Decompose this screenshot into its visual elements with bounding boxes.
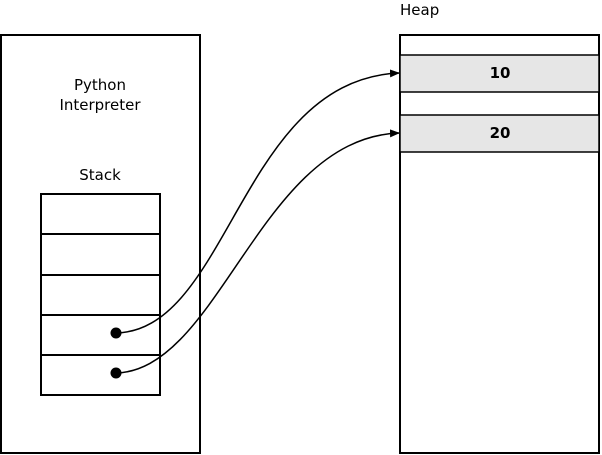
stack-slot <box>40 233 161 276</box>
heap-cell-value: 20 <box>490 124 511 142</box>
heap-cell-value: 10 <box>490 64 511 82</box>
stack-slot <box>40 314 161 356</box>
heap-label: Heap <box>400 1 439 19</box>
stack-slot <box>40 193 161 235</box>
stack: Stack <box>40 166 161 396</box>
reference-origin-dot <box>110 327 122 339</box>
reference-arrow <box>115 129 400 374</box>
reference-origin-dot <box>110 367 122 379</box>
references <box>110 69 400 379</box>
interpreter-title-line2: Interpreter <box>59 96 141 114</box>
stack-slot <box>40 274 161 316</box>
interpreter-title-line1: Python <box>74 76 126 94</box>
heap-box <box>399 34 600 454</box>
reference-arrow <box>115 69 400 334</box>
heap-cell <box>399 114 600 153</box>
heap: Heap 10 20 <box>399 1 600 454</box>
stack-label: Stack <box>79 166 121 184</box>
heap-cell <box>399 54 600 93</box>
stack-slot <box>40 354 161 396</box>
